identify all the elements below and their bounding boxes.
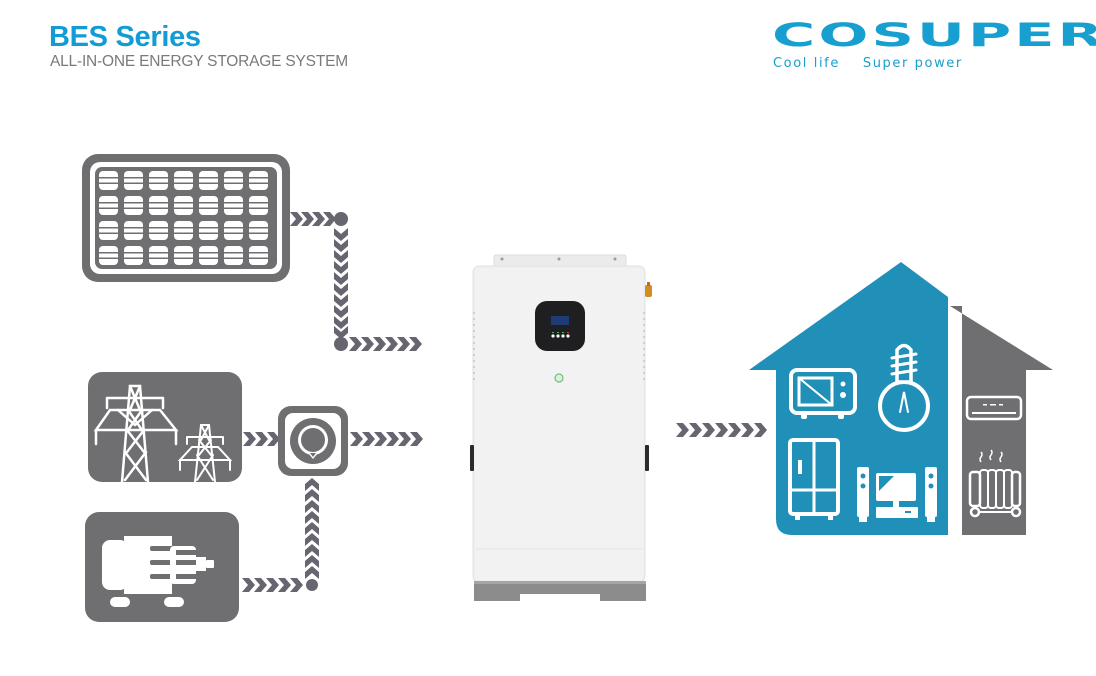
backup-divider: [948, 316, 962, 532]
page-subtitle: ALL-IN-ONE ENERGY STORAGE SYSTEM: [50, 53, 348, 70]
logo-tagline: Cool life Super power: [773, 56, 963, 71]
page-title: BES Series: [49, 21, 201, 53]
air-conditioner-icon: [965, 395, 1023, 421]
refrigerator-icon: [788, 438, 840, 520]
output-flow-arrows: [676, 423, 767, 437]
ats-switch-icon: [278, 406, 348, 476]
generator-icon: [85, 512, 239, 622]
generator-flow-arrows: [242, 478, 319, 592]
logo-wordmark: COSUPER: [772, 16, 1096, 54]
grid-flow-arrows: [243, 432, 280, 446]
house-loads-diagram: [749, 262, 1053, 535]
solar-flow-arrows: [290, 212, 422, 351]
hub-flow-arrows: [350, 432, 423, 446]
unit-display-panel: [535, 301, 585, 351]
light-bulb-icon: [878, 343, 930, 432]
power-grid-icon: [88, 372, 242, 484]
radiator-heater-icon: [968, 449, 1022, 518]
solar-panel-icon: [82, 154, 290, 282]
tv-speakers-icon: [857, 467, 937, 522]
unit-power-indicator: [554, 373, 564, 383]
microwave-icon: [789, 368, 857, 419]
all-in-one-energy-storage-unit: [470, 254, 652, 602]
brand-logo: COSUPER Cool life Super power: [772, 18, 1096, 78]
